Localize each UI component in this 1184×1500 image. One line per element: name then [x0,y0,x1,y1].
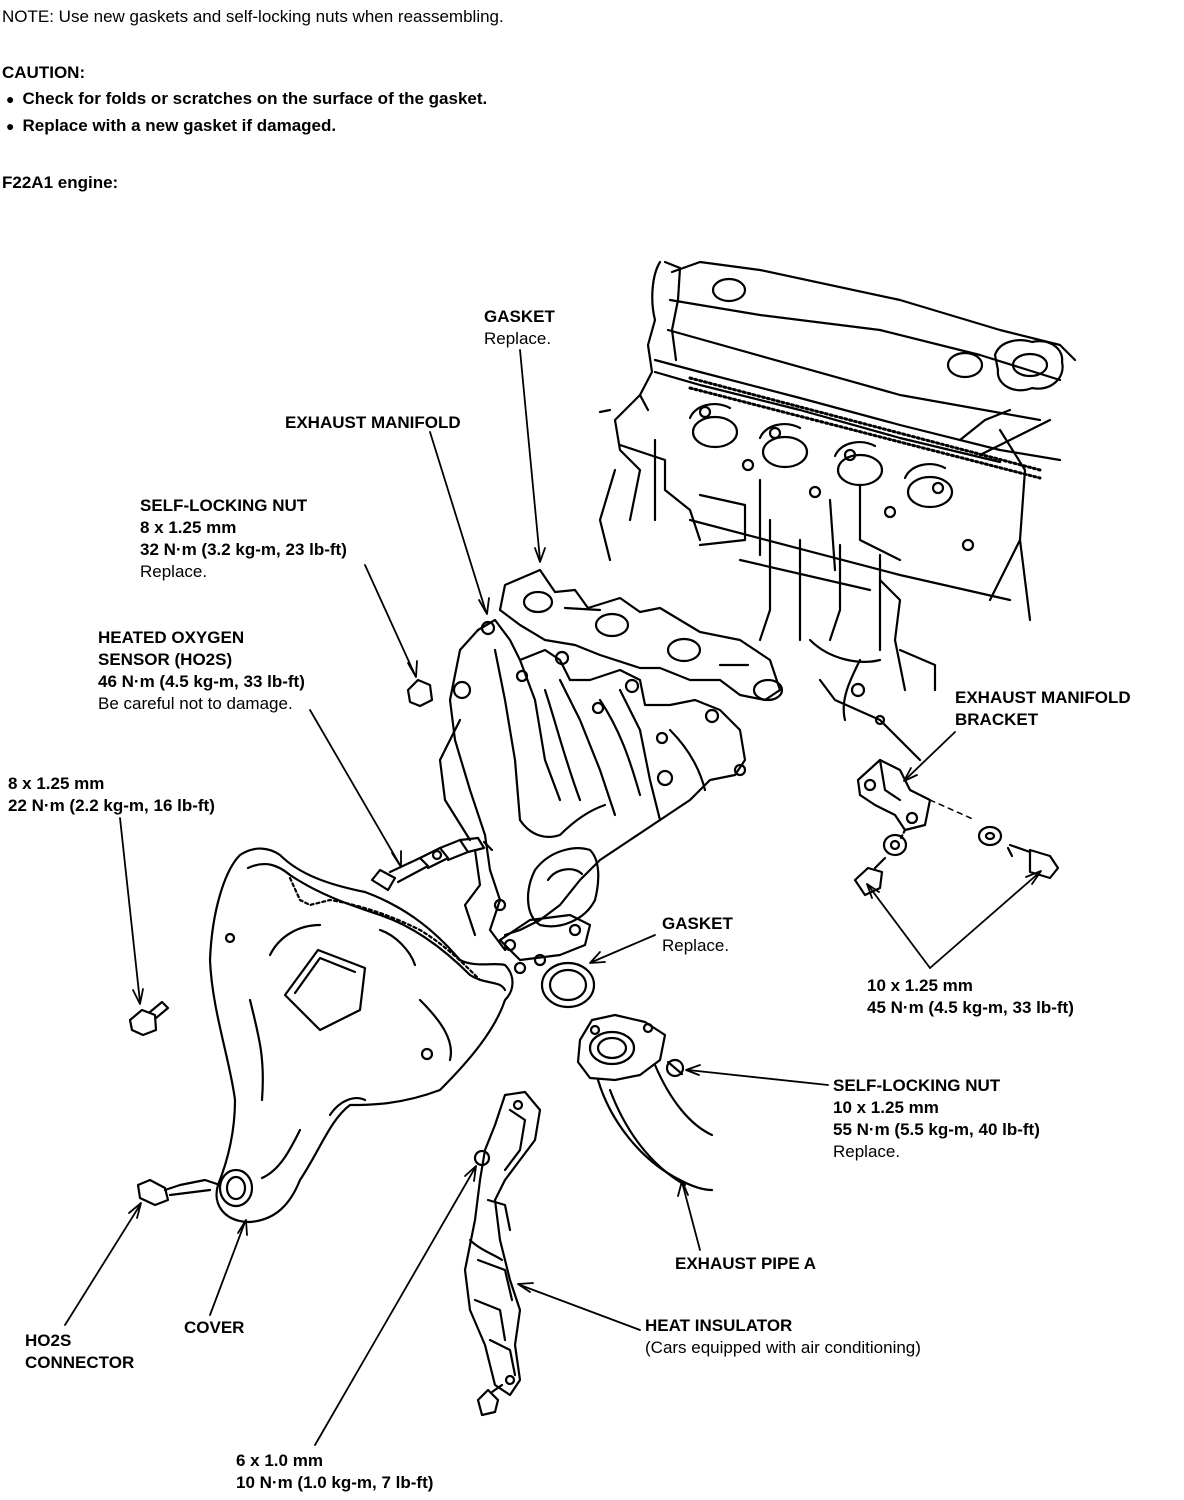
manifold-bracket-illustration [855,760,1058,895]
self-locking-nut-top-label: SELF-LOCKING NUT 8 x 1.25 mm 32 N·m (3.2… [140,495,347,583]
heat-insulator-label: HEAT INSULATOR (Cars equipped with air c… [645,1315,921,1359]
bolt-8mm-size: 8 x 1.25 mm [8,774,105,793]
bullet-icon: ● [6,118,15,134]
self-locking-nut-top-name: SELF-LOCKING NUT [140,496,308,515]
heat-insulator-illustration [465,1092,540,1415]
bolt-8mm-torque: 22 N·m (2.2 kg-m, 16 lb-ft) [8,796,215,815]
engine-heading: F22A1 engine: [2,173,119,192]
ho2s-torque: 46 N·m (4.5 kg-m, 33 lb-ft) [98,672,305,691]
engine-block-illustration [600,262,1075,760]
self-locking-nut-bottom-note: Replace. [833,1142,901,1161]
caution-item-text: Check for folds or scratches on the surf… [22,89,488,108]
caution-item-text: Replace with a new gasket if damaged. [22,116,337,135]
bolt-8mm-label: 8 x 1.25 mm 22 N·m (2.2 kg-m, 16 lb-ft) [8,773,215,817]
exhaust-pipe-illustration [578,1015,712,1190]
gasket-top-label: GASKET Replace. [484,306,555,350]
manifold-gasket-illustration [500,570,782,700]
self-locking-nut-top-torque: 32 N·m (3.2 kg-m, 23 lb-ft) [140,540,347,559]
manifold-bracket-name-line1: EXHAUST MANIFOLD [955,688,1131,707]
manifold-bracket-label: EXHAUST MANIFOLD BRACKET [955,687,1131,731]
bolt-6mm-torque: 10 N·m (1.0 kg-m, 7 lb-ft) [236,1473,434,1492]
self-locking-nut-bottom-label: SELF-LOCKING NUT 10 x 1.25 mm 55 N·m (5.… [833,1075,1040,1163]
heat-insulator-note: (Cars equipped with air conditioning) [645,1338,921,1357]
self-locking-nut-top-note: Replace. [140,562,208,581]
caution-item-1: ● Check for folds or scratches on the sur… [6,88,487,110]
bolt-6mm-label: 6 x 1.0 mm 10 N·m (1.0 kg-m, 7 lb-ft) [236,1450,433,1494]
gasket-top-name: GASKET [484,307,555,326]
bolt-10mm-label: 10 x 1.25 mm 45 N·m (4.5 kg-m, 33 lb-ft) [867,975,1074,1019]
bolt-10mm-size: 10 x 1.25 mm [867,976,973,995]
bolt-10mm-torque: 45 N·m (4.5 kg-m, 33 lb-ft) [867,998,1074,1017]
exhaust-manifold-label: EXHAUST MANIFOLD [285,413,461,432]
heat-insulator-name: HEAT INSULATOR [645,1316,793,1335]
ho2s-name-line2: SENSOR (HO2S) [98,650,233,669]
cover-illustration [210,849,513,1222]
note-text: NOTE: Use new gaskets and self-locking n… [2,7,504,26]
bolt-6mm-size: 6 x 1.0 mm [236,1451,323,1470]
self-locking-nut-bottom-torque: 55 N·m (5.5 kg-m, 40 lb-ft) [833,1120,1040,1139]
exhaust-manifold-illustration [440,620,745,973]
exhaust-pipe-a-label: EXHAUST PIPE A [675,1254,817,1273]
ho2s-label: HEATED OXYGEN SENSOR (HO2S) 46 N·m (4.5 … [98,627,305,715]
gasket-top-note: Replace. [484,329,552,348]
left-hardware-illustration [130,680,432,1205]
gasket-mid-name: GASKET [662,914,733,933]
ho2s-connector-label: HO2S CONNECTOR [25,1330,134,1374]
ho2s-sensor-illustration [372,838,492,890]
self-locking-nut-bottom-size: 10 x 1.25 mm [833,1098,939,1117]
cover-label: COVER [184,1318,245,1337]
caution-title: CAUTION: [2,63,86,82]
self-locking-nut-bottom-name: SELF-LOCKING NUT [833,1076,1001,1095]
manifold-bracket-name-line2: BRACKET [955,710,1039,729]
self-locking-nut-top-size: 8 x 1.25 mm [140,518,237,537]
leader-lines [65,350,1041,1445]
ho2s-note: Be careful not to damage. [98,694,293,713]
bullet-icon: ● [6,91,15,107]
pipe-gasket-illustration [542,963,594,1007]
ho2s-name-line1: HEATED OXYGEN [98,628,245,647]
caution-item-2: ● Replace with a new gasket if damaged. [6,115,336,137]
ho2s-connector-name-line2: CONNECTOR [25,1353,135,1372]
ho2s-connector-name-line1: HO2S [25,1331,72,1350]
gasket-mid-note: Replace. [662,936,730,955]
gasket-mid-label: GASKET Replace. [662,913,733,957]
